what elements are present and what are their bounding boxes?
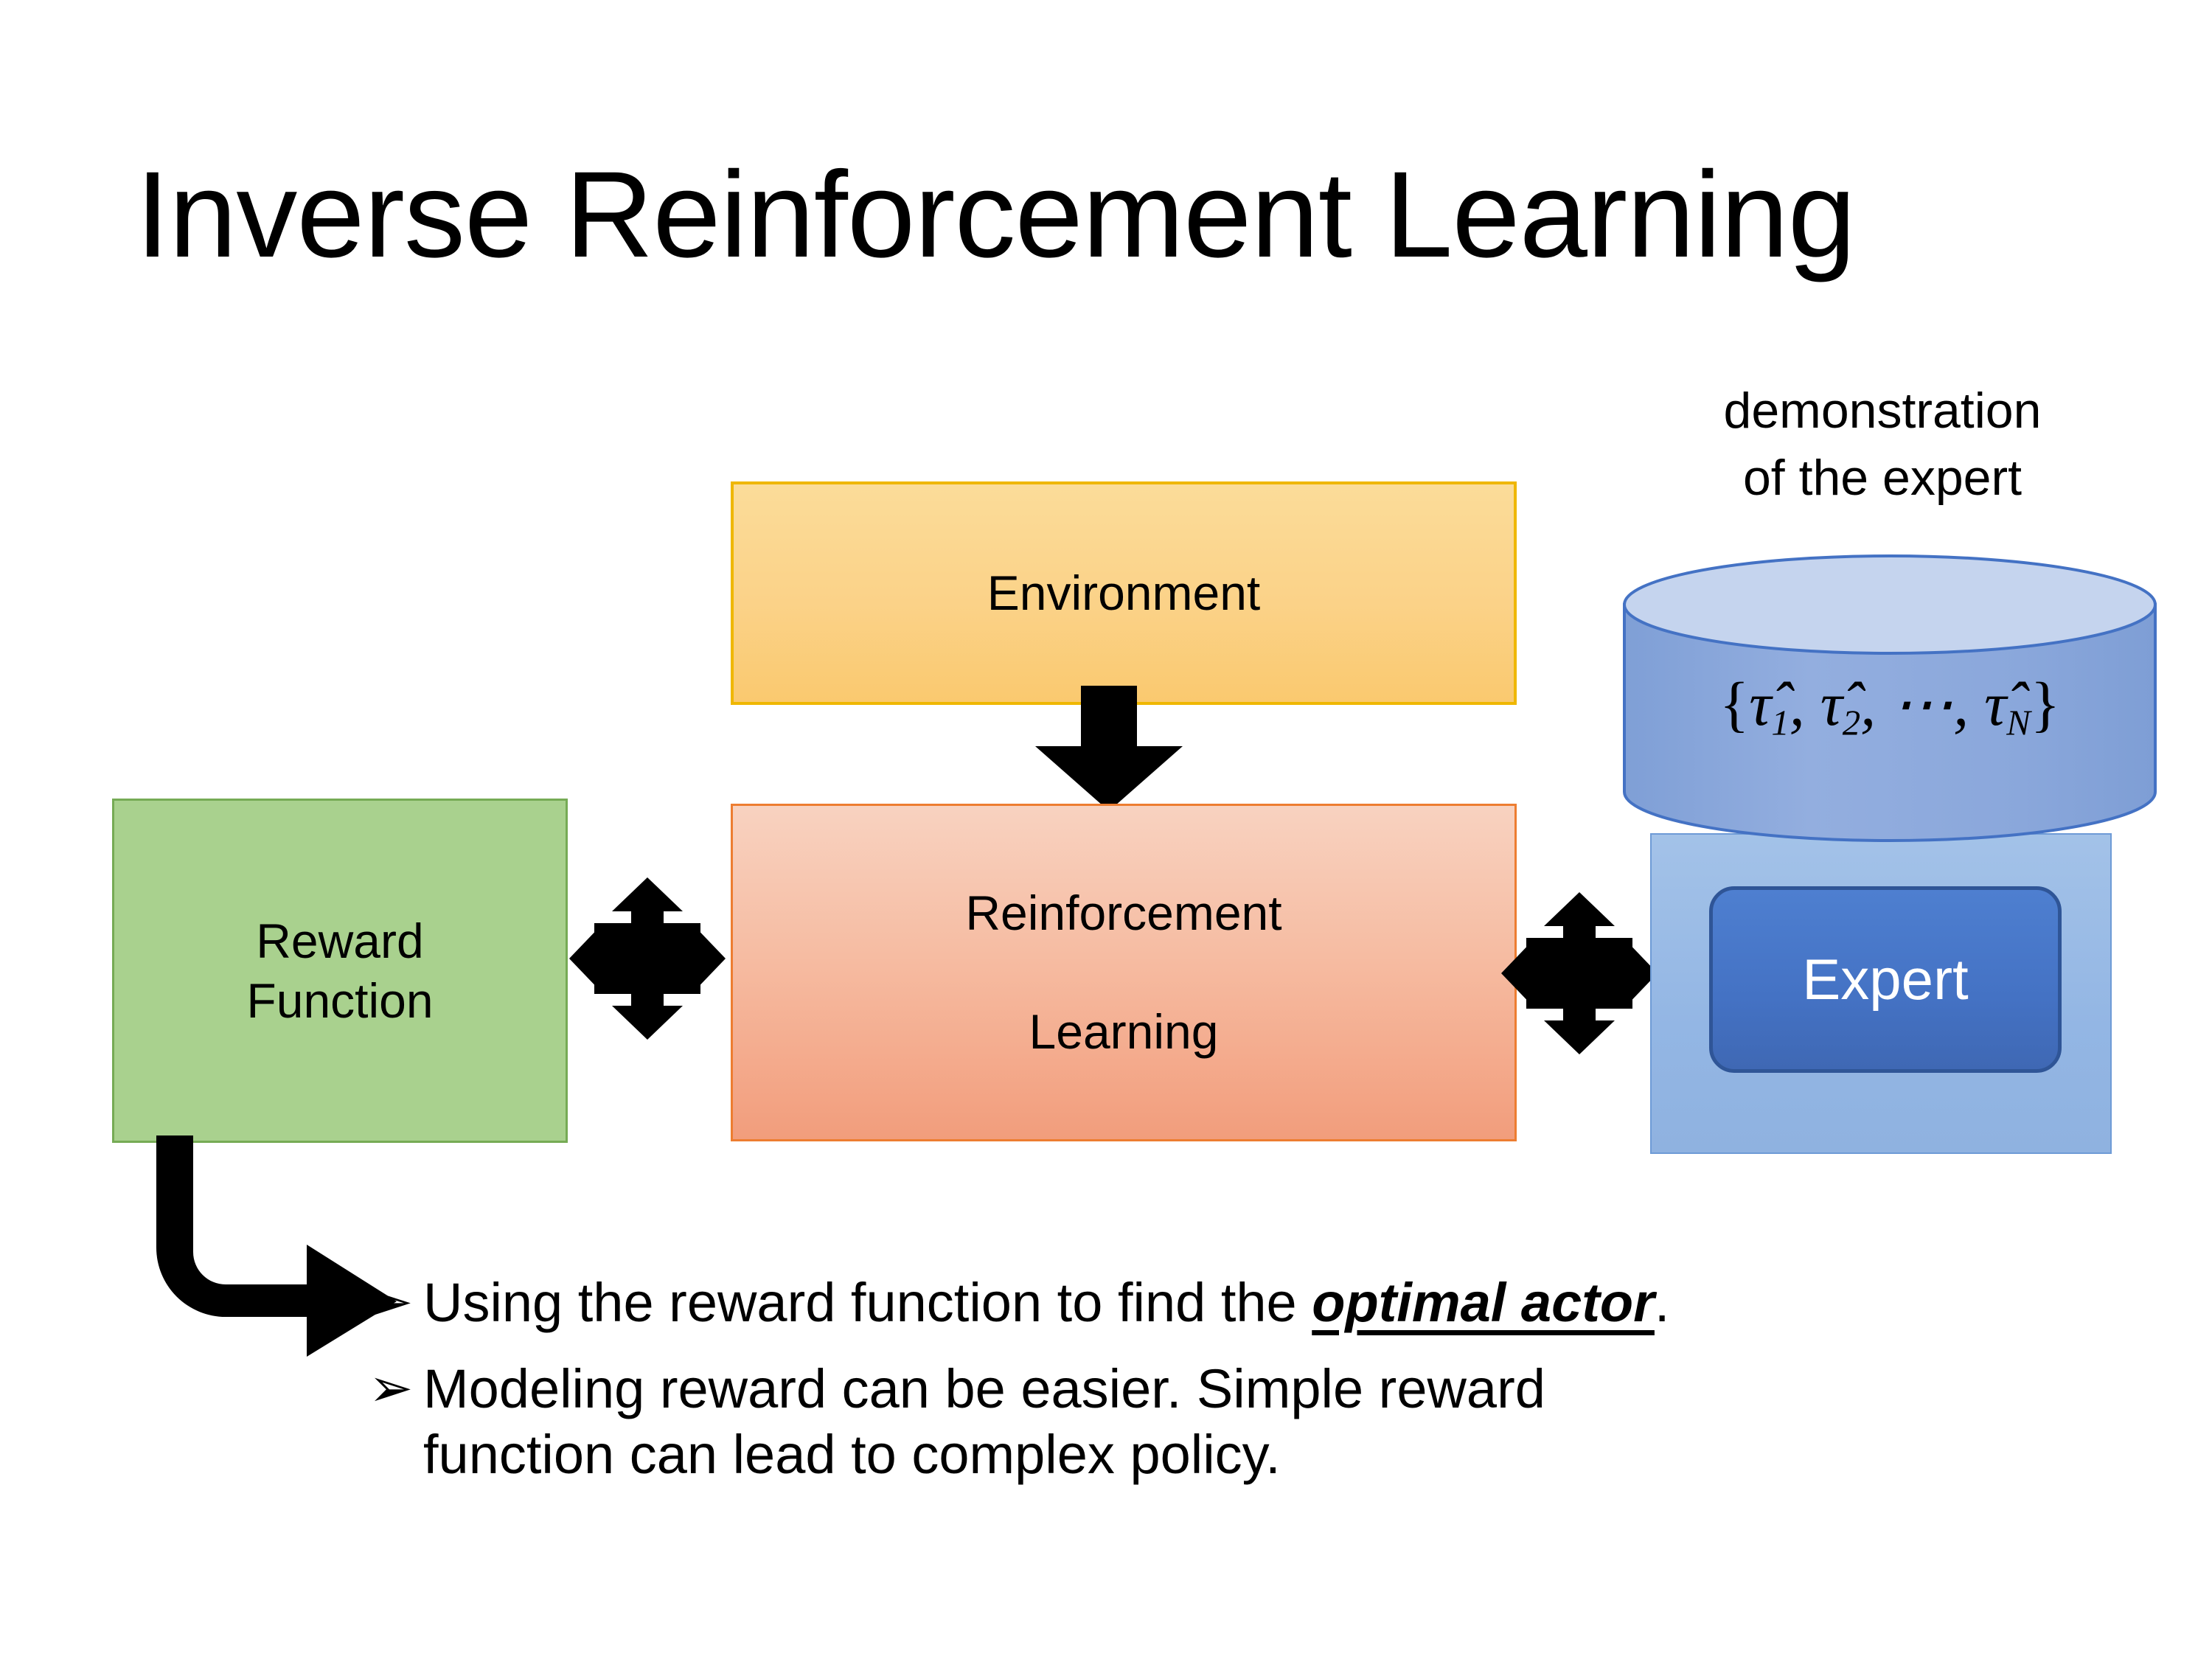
trajectory-items: τ̂1, τ̂2, ⋯, τ̂N: [1749, 670, 2031, 743]
page-title: Inverse Reinforcement Learning: [135, 147, 1856, 283]
demonstration-caption: demonstration of the expert: [1643, 378, 2122, 512]
reward-function-box: Reward Function: [112, 799, 568, 1143]
close-brace: }: [2030, 670, 2061, 739]
reward-function-line1: Reward: [256, 913, 424, 968]
quad-arrow-icon: [1501, 892, 1658, 1054]
quad-arrow-icon: [569, 877, 726, 1040]
reinforcement-learning-label: Reinforcement Learning: [965, 883, 1281, 1062]
expert-box: Expert: [1709, 886, 2062, 1073]
bullet-text-1: Using the reward function to find the op…: [423, 1270, 2079, 1336]
trajectory-cylinder: [1622, 552, 2157, 845]
list-item: ➢ Using the reward function to find the …: [369, 1270, 2079, 1336]
bullet-2-line2: function can lead to complex policy.: [423, 1423, 1281, 1485]
bent-arrow-icon: [156, 1135, 397, 1357]
bullet-2-line1: Modeling reward can be easier. Simple re…: [423, 1357, 1545, 1419]
reward-function-line2: Function: [246, 973, 434, 1028]
trajectory-set-label: {τ̂1, τ̂2, ⋯, τ̂N}: [1622, 667, 2157, 744]
reinforcement-learning-box: Reinforcement Learning: [731, 804, 1517, 1141]
demonstration-caption-line2: of the expert: [1742, 450, 2023, 507]
open-brace: {: [1719, 670, 1750, 739]
expert-label: Expert: [1802, 947, 1969, 1012]
bullet-text-2: Modeling reward can be easier. Simple re…: [423, 1357, 2079, 1488]
bullet-arrow-icon: ➢: [369, 1270, 414, 1332]
cylinder-icon: [1623, 554, 2157, 842]
bullet-1-suffix: .: [1654, 1272, 1670, 1333]
environment-box: Environment: [731, 481, 1517, 705]
bullet-arrow-icon: ➢: [369, 1356, 414, 1419]
down-arrow-icon: [1035, 686, 1183, 811]
bullet-1-prefix: Using the reward function to find the: [423, 1272, 1312, 1333]
rl-line2: Learning: [1029, 1004, 1219, 1060]
bullet-1-emphasis: optimal actor: [1312, 1272, 1655, 1333]
environment-label: Environment: [987, 566, 1261, 621]
rl-line1: Reinforcement: [965, 886, 1282, 941]
demonstration-caption-line1: demonstration: [1723, 383, 2042, 439]
list-item: ➢ Modeling reward can be easier. Simple …: [369, 1357, 2079, 1488]
reward-function-label: Reward Function: [246, 911, 433, 1030]
bullet-list: ➢ Using the reward function to find the …: [369, 1270, 2079, 1508]
